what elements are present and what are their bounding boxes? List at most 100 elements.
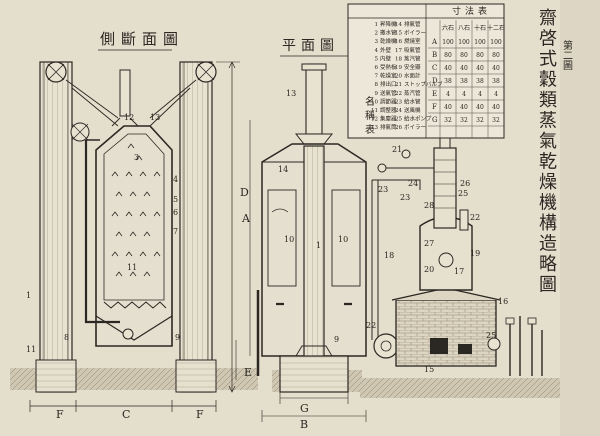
part-name: 排氣筒 [380, 123, 397, 131]
part-name: ボイラー [404, 29, 426, 37]
svg-text:1: 1 [26, 291, 31, 300]
svg-text:9: 9 [334, 335, 339, 344]
page-edge-shade [560, 0, 600, 436]
svg-text:15: 15 [424, 365, 434, 374]
dims-cell: 40 [492, 65, 500, 72]
dims-row-label: D [432, 77, 438, 85]
dims-cell: 40 [444, 104, 452, 111]
svg-text:7: 7 [173, 227, 178, 236]
dims-cell: 40 [444, 65, 452, 72]
dims-cell: 40 [460, 65, 468, 72]
dims-cell: 40 [460, 104, 468, 111]
dims-cell: 100 [490, 39, 502, 46]
part-name: 乾燥室 [380, 72, 397, 80]
svg-text:12: 12 [124, 113, 134, 122]
part-name: 集塵器 [380, 115, 397, 123]
dims-cell: 32 [492, 117, 500, 124]
dims-cell: 40 [476, 65, 484, 72]
part-name: 蒸汽管 [404, 54, 421, 62]
svg-text:11: 11 [127, 263, 137, 272]
svg-text:23: 23 [378, 185, 388, 194]
feed-pump [487, 337, 501, 351]
part-name: 蒸汽管 [404, 89, 421, 97]
part-name: 排氣管 [404, 20, 421, 28]
part-number: 10 [371, 99, 378, 105]
dimension-label-B: B [300, 418, 308, 431]
svg-text:19: 19 [470, 249, 480, 258]
side-window-right [331, 189, 361, 287]
part-name: ボイラー [404, 123, 426, 131]
part-number: 16 [395, 39, 402, 45]
part-name: 調整器 [380, 106, 397, 114]
plan-view: 平面圖 13 10 10 1 14 9 A G [241, 38, 367, 431]
furnace-door [430, 338, 448, 354]
svg-text:13: 13 [150, 113, 160, 122]
part-number: 21 [395, 82, 402, 88]
svg-text:17: 17 [454, 267, 464, 276]
center-column [303, 145, 325, 383]
title-char: 乾 [539, 152, 557, 173]
dims-cell: 4 [446, 91, 450, 98]
part-name: 内壁 [380, 54, 392, 62]
dims-row-label: F [432, 103, 437, 111]
dims-cell: 40 [476, 104, 484, 111]
part-number: 26 [395, 125, 402, 131]
title-char: 齋 [539, 8, 557, 29]
part-number: 15 [395, 31, 402, 37]
svg-text:10: 10 [284, 235, 294, 244]
part-number: 22 [395, 91, 402, 97]
dims-column-header: 八石 [458, 25, 470, 32]
title-char: 略 [539, 254, 557, 275]
dims-cell: 80 [476, 52, 484, 59]
stop-valve [401, 149, 411, 159]
plate-label: 第二圖 [561, 39, 573, 71]
part-name: 外壁 [380, 46, 392, 54]
svg-text:11: 11 [26, 345, 36, 354]
part-number: 7 [375, 74, 379, 80]
part-number: 2 [375, 31, 379, 37]
title-char: 式 [539, 49, 557, 70]
title-char: 類 [539, 90, 557, 111]
discharge-outlet [122, 328, 134, 340]
part-number: 8 [375, 82, 379, 88]
steam-pipe-left [84, 140, 120, 324]
dims-row-label: C [432, 64, 437, 72]
svg-text:24: 24 [408, 179, 418, 188]
part-name: 水面計 [404, 72, 421, 80]
boiler-assembly: 21 23 23 24 18 22 16 15 17 20 27 19 26 2… [360, 137, 560, 398]
center-exhaust [119, 69, 131, 117]
brick-furnace [395, 299, 497, 367]
svg-text:16: 16 [498, 297, 508, 306]
part-name: 昇降機 [380, 20, 397, 28]
feed-water-pipes [509, 316, 543, 376]
title-char: 造 [539, 234, 557, 255]
dims-cell: 100 [458, 39, 470, 46]
steam-gauge [438, 252, 454, 268]
table-dims-header: 寸法表 [452, 5, 491, 17]
dims-column-header: 六石 [442, 24, 454, 32]
svg-text:8: 8 [64, 333, 69, 342]
dims-row-label: A [431, 38, 438, 46]
part-number: 19 [395, 65, 402, 71]
dims-cell: 38 [492, 78, 500, 85]
part-name: 給水管 [404, 97, 421, 105]
dims-column-header: 十二石 [487, 24, 505, 32]
